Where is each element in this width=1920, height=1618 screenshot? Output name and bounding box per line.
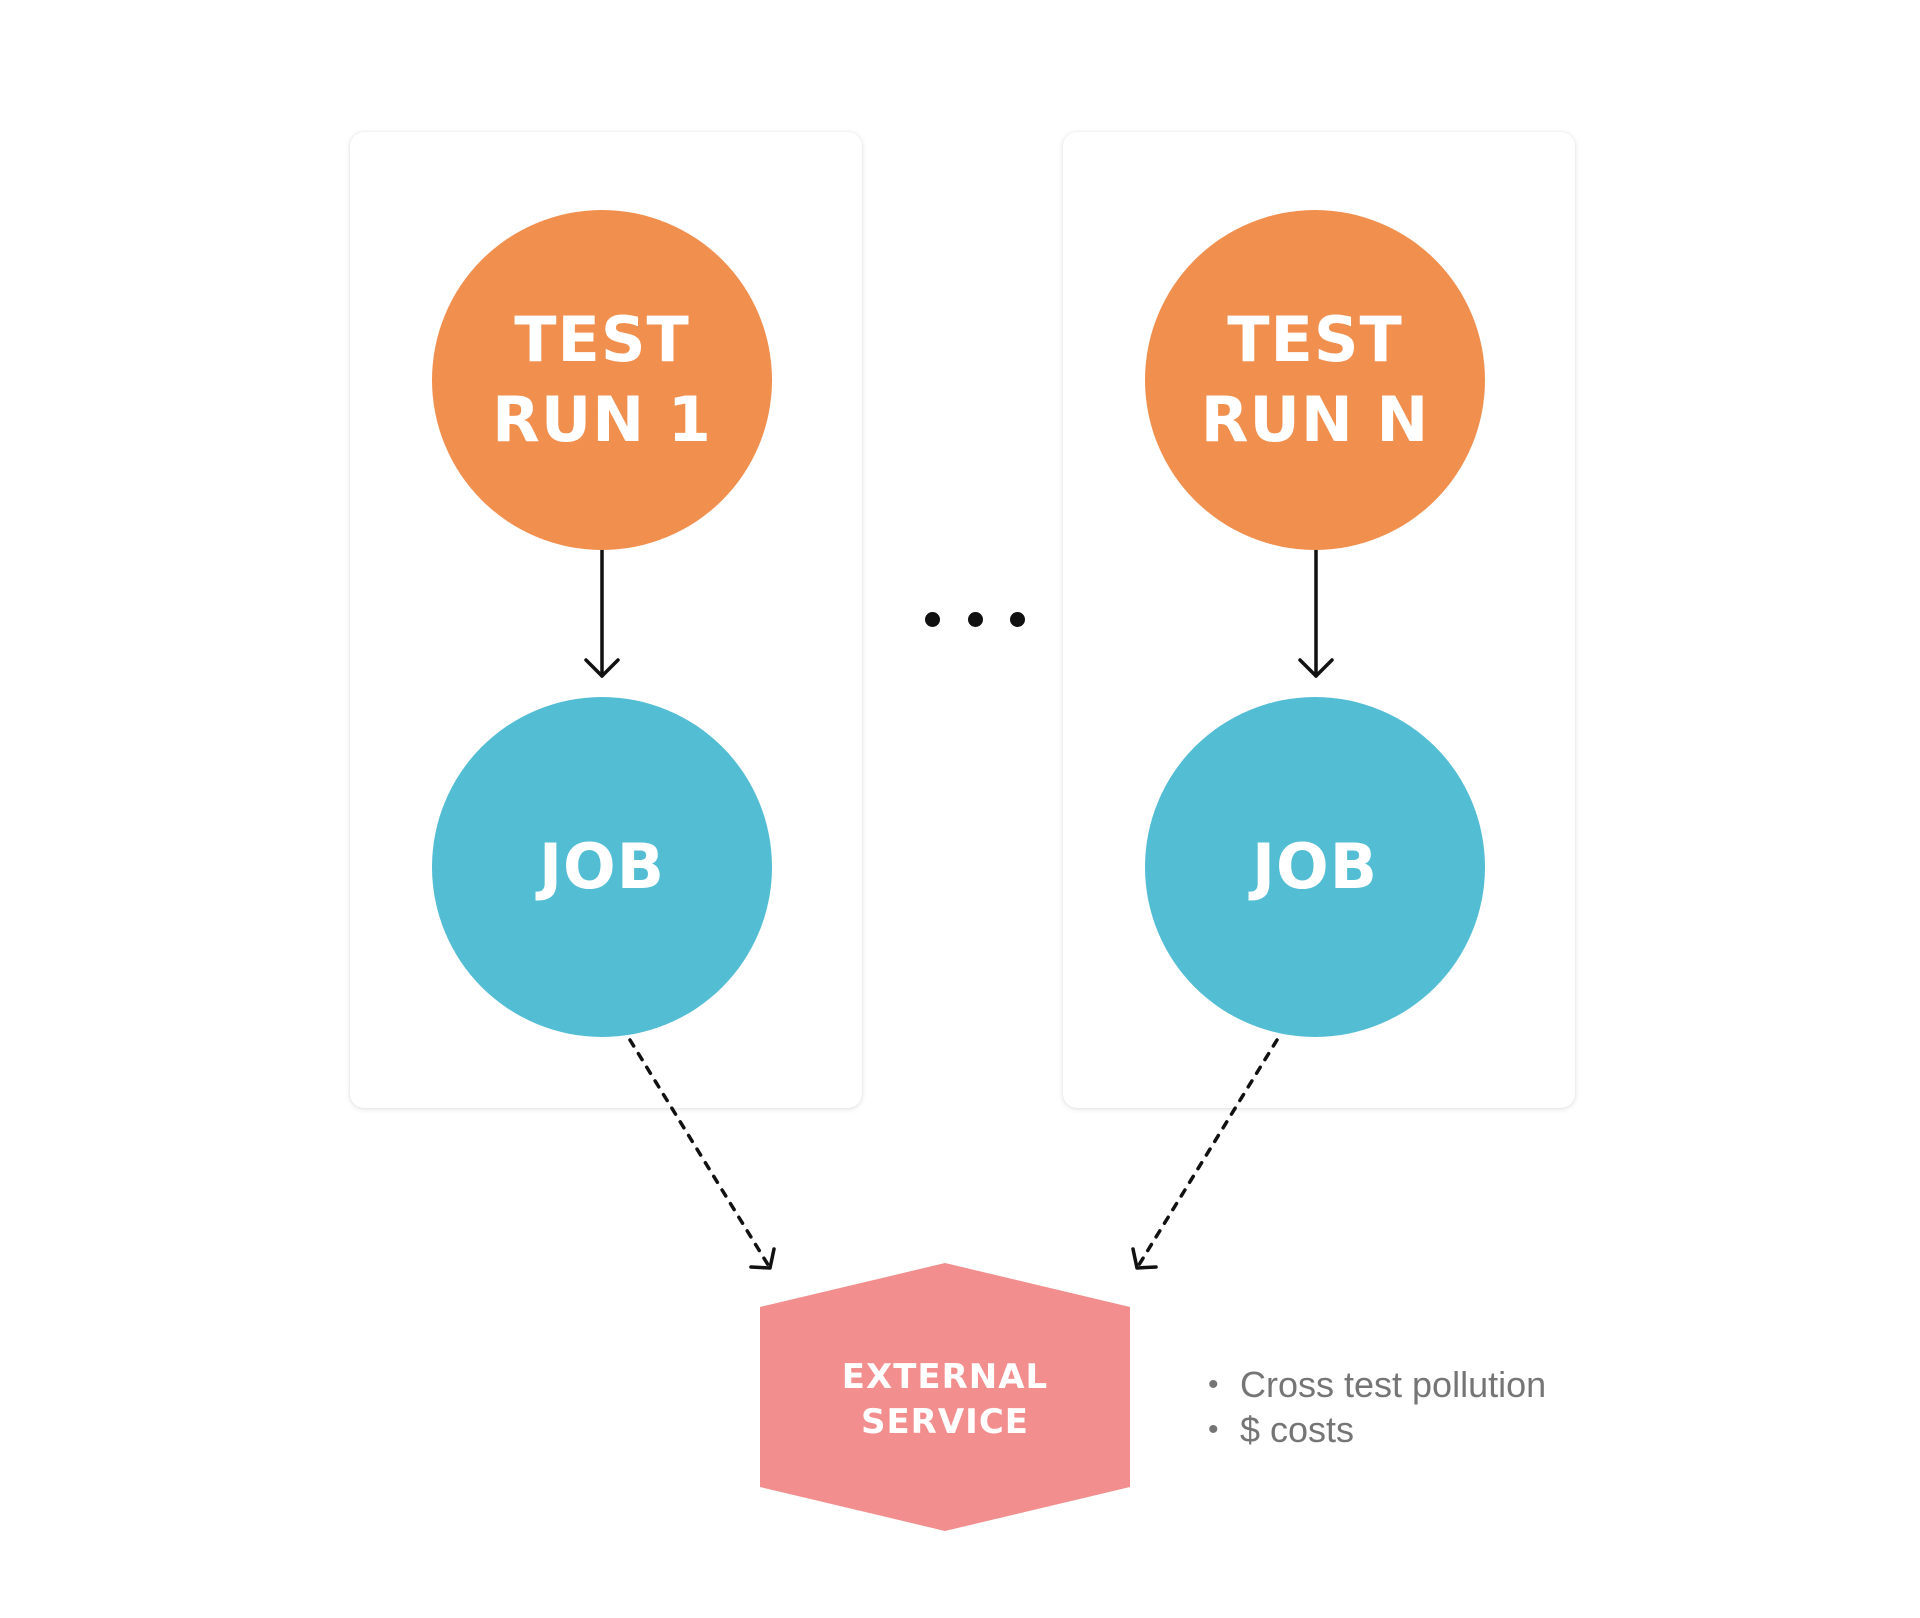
service-note-text: $ costs	[1240, 1409, 1355, 1450]
service-note-item: • $ costs	[1208, 1407, 1546, 1452]
service-note-text: Cross test pollution	[1240, 1364, 1547, 1405]
test-run-n-label-line-1: TEST	[1227, 303, 1403, 376]
ellipsis-dot	[967, 612, 983, 627]
job-n-label: JOB	[1251, 830, 1379, 903]
bullet-icon: •	[1208, 1368, 1219, 1401]
ellipsis-dot	[925, 612, 940, 627]
test-run-1-label-line-2: RUN 1	[492, 383, 712, 456]
job-1-node: JOB	[432, 697, 772, 1037]
ellipsis-indicator	[925, 612, 1025, 628]
external-service-label: EXTERNAL SERVICE	[760, 1355, 1130, 1445]
service-notes-list: • Cross test pollution • $ costs	[1208, 1362, 1546, 1452]
service-note-item: • Cross test pollution	[1208, 1362, 1546, 1407]
bullet-icon: •	[1208, 1413, 1219, 1446]
test-run-n-node: TEST RUN N	[1145, 210, 1485, 550]
job-1-label: JOB	[538, 830, 666, 903]
test-run-1-label-line-1: TEST	[514, 303, 690, 376]
test-run-n-label-line-2: RUN N	[1200, 383, 1430, 456]
test-run-1-node: TEST RUN 1	[432, 210, 772, 550]
job-n-node: JOB	[1145, 697, 1485, 1037]
external-service-label-line-2: SERVICE	[860, 1402, 1030, 1442]
external-service-label-line-1: EXTERNAL	[841, 1357, 1049, 1397]
ellipsis-dot	[1010, 612, 1025, 627]
